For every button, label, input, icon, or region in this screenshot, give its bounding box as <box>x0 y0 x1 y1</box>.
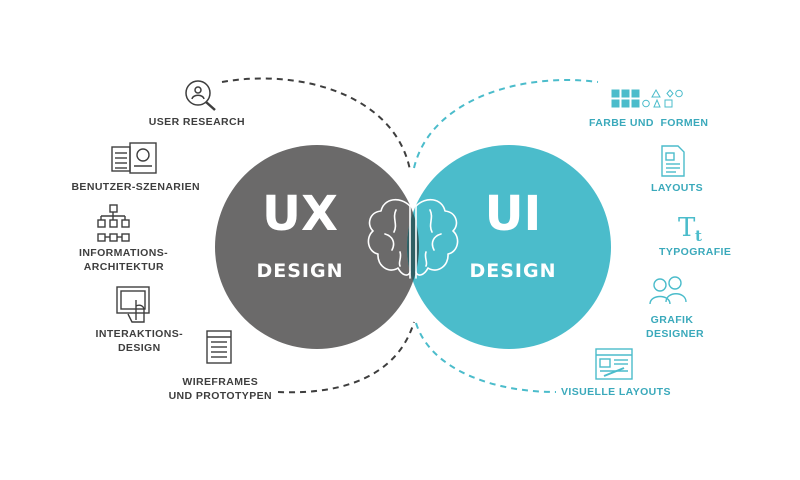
ux-item-user-research: USER RESEARCH <box>148 116 245 128</box>
wireframe-icon <box>206 330 232 364</box>
ux-dashed-arc-top <box>221 77 411 171</box>
ui-item-layouts: LAYOUTS <box>651 182 704 194</box>
typography-icon: T t <box>678 213 702 245</box>
designers-icon <box>649 276 687 305</box>
layout-document-icon <box>661 145 685 177</box>
svg-text:T: T <box>678 213 696 243</box>
ux-circle <box>215 145 419 349</box>
ui-item-typografie: TYPOGRAFIE <box>659 246 732 258</box>
ui-dashed-arc-top <box>413 79 599 169</box>
ux-item-interaktions-design: INTERAKTIONS-DESIGN <box>95 328 183 354</box>
ux-item-informations-architektur: INFORMATIONS-ARCHITEKTUR <box>79 247 168 273</box>
touch-screen-icon <box>116 286 150 323</box>
ui-circle <box>407 145 611 349</box>
ui-subtitle: DESIGN <box>469 260 557 282</box>
ux-title: UX <box>262 186 338 242</box>
ui-title: UI <box>484 186 542 242</box>
shapes-icon <box>611 88 683 108</box>
ux-subtitle: DESIGN <box>256 260 344 282</box>
flowchart-icon <box>97 204 130 242</box>
visual-layout-icon <box>595 348 633 380</box>
svg-text:t: t <box>695 227 702 245</box>
ui-item-farbe-und-formen: FARBE UND FORMEN <box>589 117 709 129</box>
ui-dashed-arc-bottom <box>415 322 557 393</box>
scenario-icon <box>111 142 157 174</box>
user-research-icon <box>185 80 216 111</box>
ui-item-visuelle-layouts: VISUELLE LAYOUTS <box>561 386 671 398</box>
ux-dashed-arc-bottom <box>277 321 415 394</box>
brain-icon <box>367 198 459 279</box>
ux-item-benutzer-szenarien: BENUTZER-SZENARIEN <box>71 181 200 193</box>
